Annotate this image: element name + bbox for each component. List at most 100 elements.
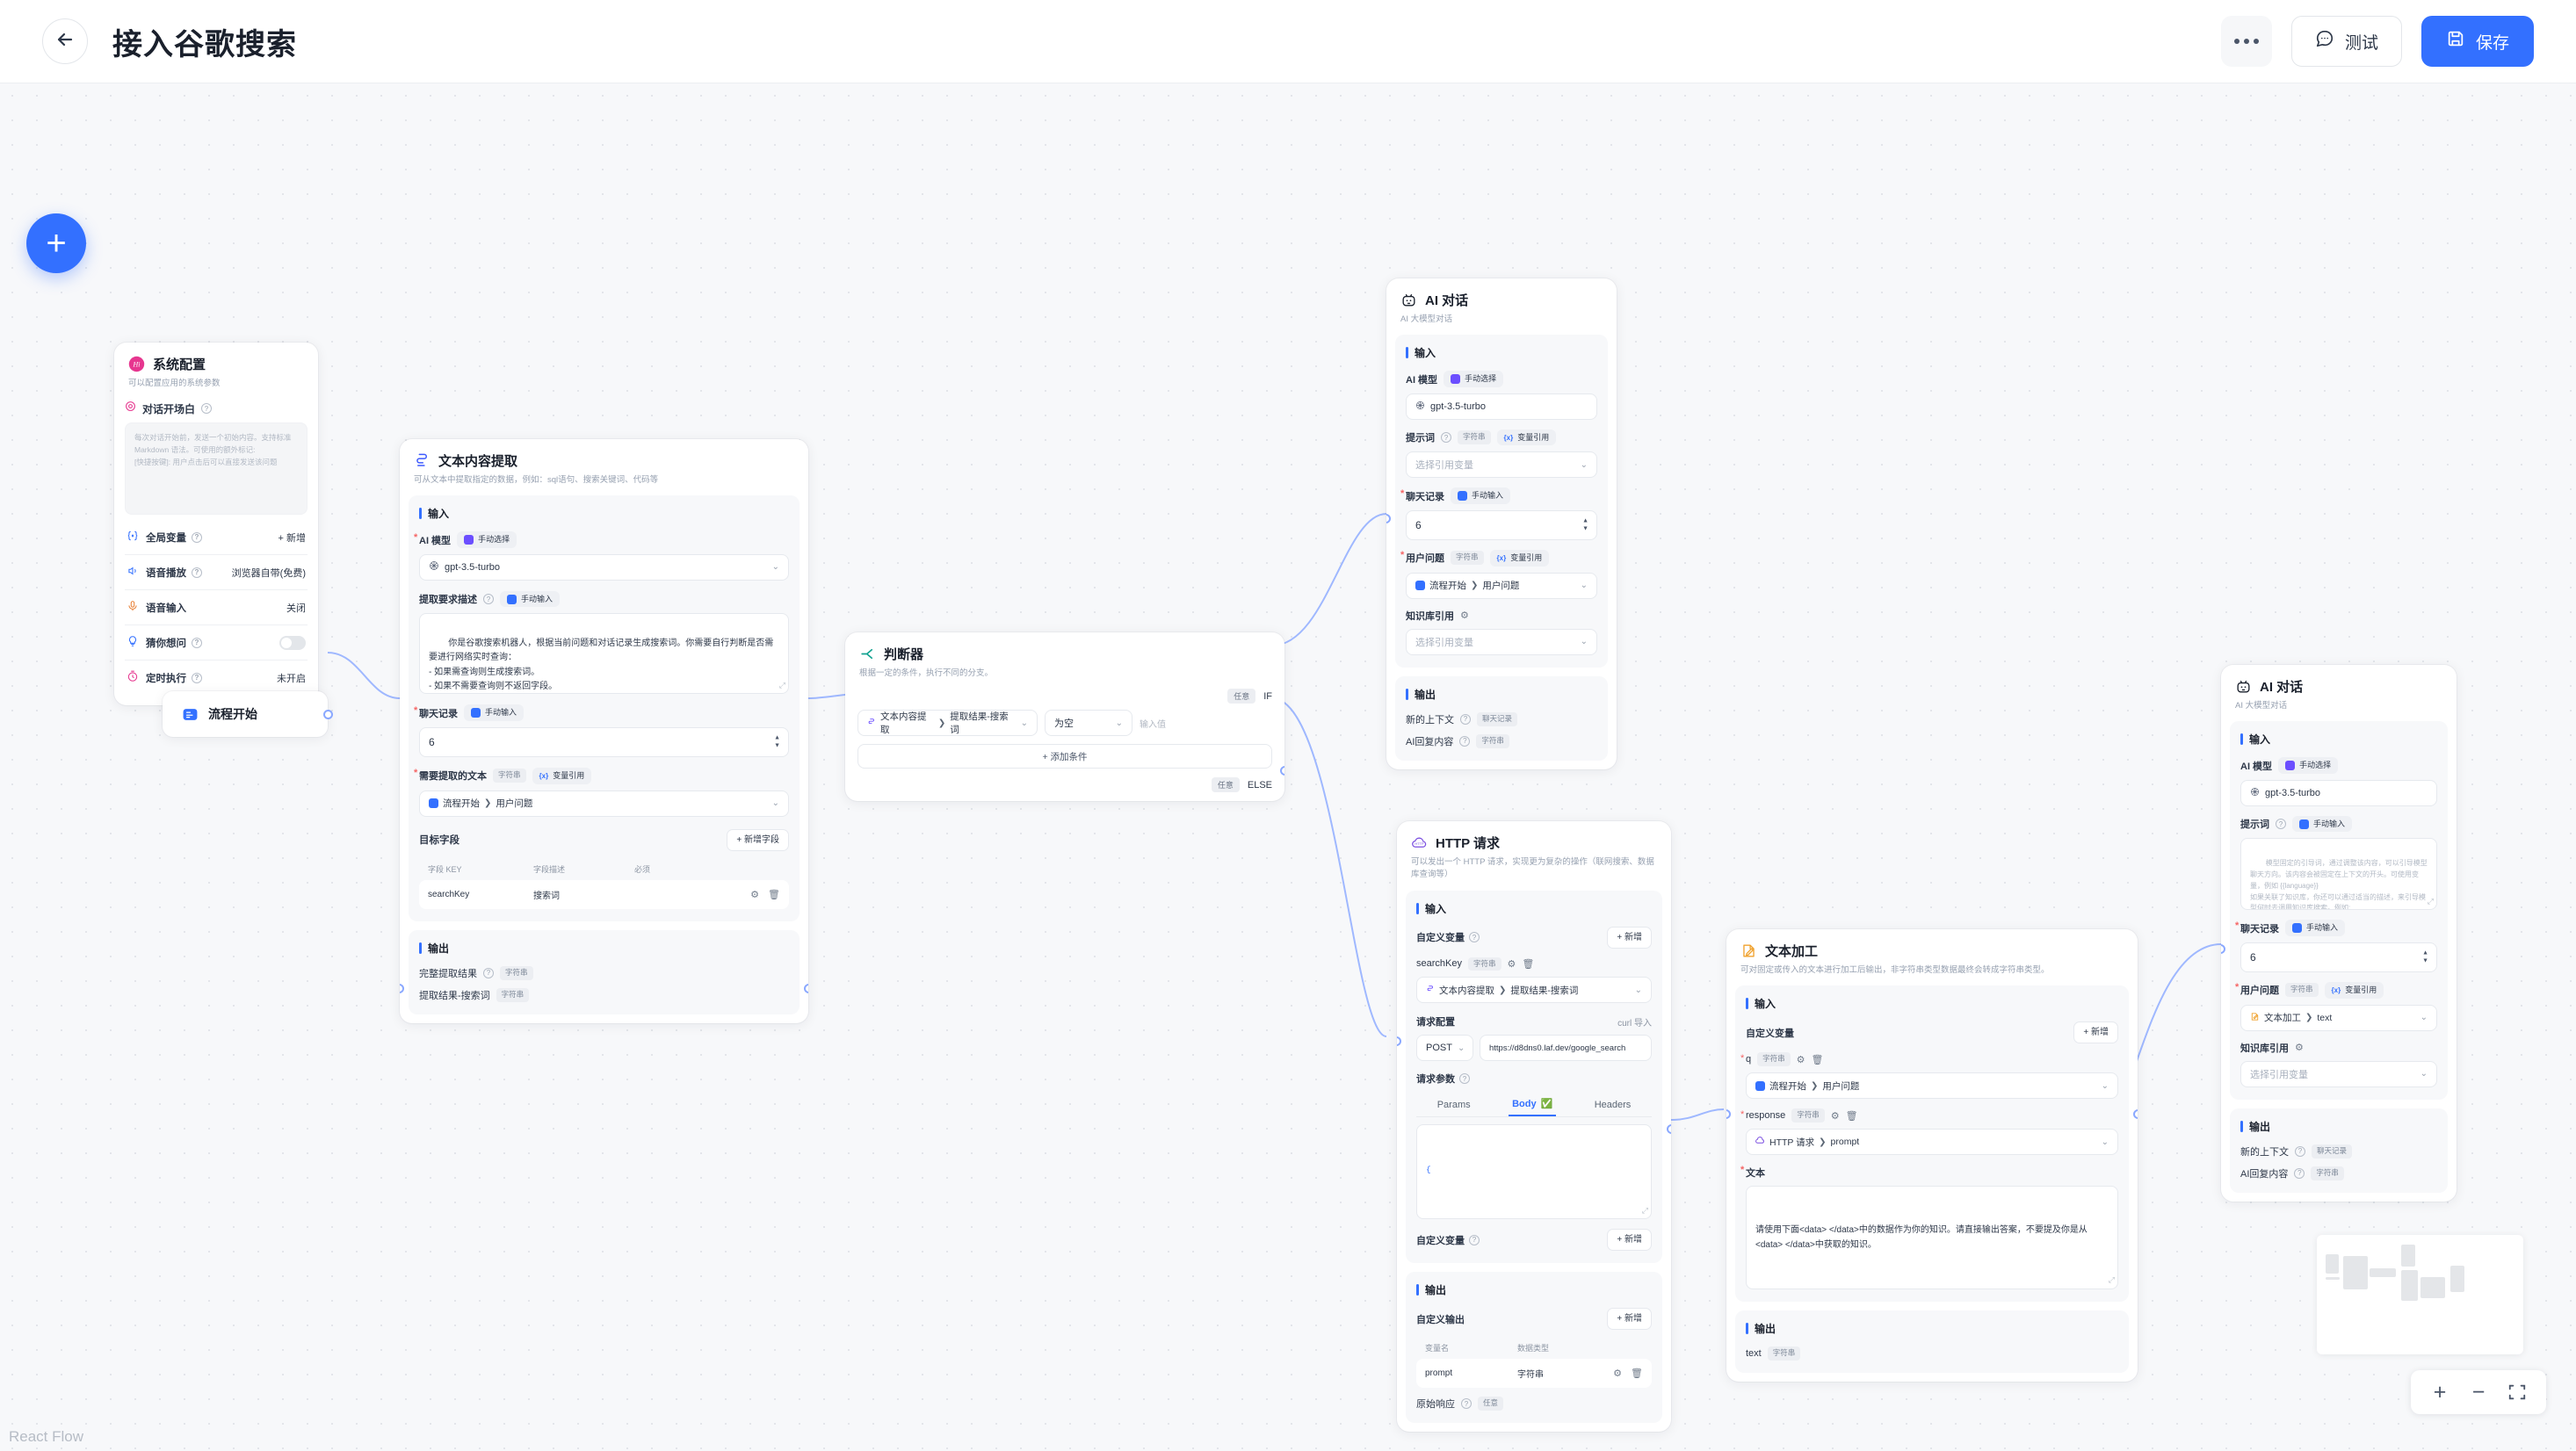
react-flow-attribution[interactable]: React Flow bbox=[9, 1428, 84, 1445]
zoom-controls[interactable]: + − bbox=[2411, 1370, 2546, 1414]
ai-model-select[interactable]: gpt-3.5-turbo bbox=[1406, 393, 1597, 420]
kb-ref-select[interactable]: 选择引用变量 ⌄ bbox=[1406, 628, 1597, 655]
table-row[interactable]: prompt 字符串 ⚙ 🗑 bbox=[1416, 1359, 1652, 1389]
trash-icon[interactable]: 🗑 bbox=[768, 889, 780, 900]
node-text-process[interactable]: 文本加工 可对固定或传入的文本进行加工后输出，非字符串类型数据最终会转成字符串类… bbox=[1726, 929, 2138, 1382]
help-icon[interactable]: ? bbox=[1459, 1073, 1470, 1085]
help-icon[interactable]: ? bbox=[483, 967, 494, 978]
node-ai-chat-2[interactable]: AI 对话 AI 大模型对话 输入 AI 模型 手动选择 gpt-3.5-tur… bbox=[2221, 665, 2457, 1202]
add-custom-var2-button[interactable]: + 新增 bbox=[1607, 1229, 1652, 1252]
sidebar-row-voice-input[interactable]: 语音输入 关闭 bbox=[125, 589, 308, 624]
var-q-select[interactable]: 流程开始 ❯ 用户问题 ⌄ bbox=[1746, 1072, 2118, 1100]
fit-view-button[interactable] bbox=[2500, 1375, 2534, 1409]
handle-source[interactable] bbox=[1667, 1124, 1671, 1134]
handle-target[interactable] bbox=[2221, 944, 2225, 954]
schedule-value[interactable]: 未开启 bbox=[277, 673, 306, 684]
user-question-select[interactable]: 流程开始 ❯ 用户问题 ⌄ bbox=[1406, 572, 1597, 599]
handle-source-if[interactable] bbox=[1280, 766, 1284, 776]
sidebar-row-voice-play[interactable]: 语音播放 ? 浏览器自带(免费) bbox=[125, 554, 308, 589]
condition-value-input[interactable]: 输入值 bbox=[1140, 719, 1166, 730]
if-any-badge[interactable]: 任意 bbox=[1227, 689, 1256, 704]
voice-input-value[interactable]: 关闭 bbox=[286, 603, 306, 614]
manual-input-badge[interactable]: 手动输入 bbox=[2292, 815, 2353, 833]
var-ref-badge[interactable]: {x} 变量引用 bbox=[2324, 982, 2384, 999]
gear-icon[interactable]: ⚙ bbox=[750, 889, 760, 900]
http-body-editor[interactable]: { "searchKey": "{{searchKey}}" } ⤢ bbox=[1416, 1124, 1652, 1220]
handle-target[interactable] bbox=[1726, 1109, 1731, 1119]
sidebar-row-guess-question[interactable]: 猜你想问 ? bbox=[125, 624, 308, 660]
history-count-stepper[interactable]: 6 ▲▼ bbox=[1406, 510, 1597, 541]
more-options-button[interactable] bbox=[2220, 16, 2272, 67]
resize-handle-icon[interactable]: ⤢ bbox=[778, 680, 785, 689]
extract-req-textarea[interactable]: 你是谷歌搜索机器人，根据当前问题和对话记录生成搜索词。你需要自行判断是否需要进行… bbox=[419, 613, 789, 695]
manual-input-badge[interactable]: 手动输入 bbox=[500, 590, 561, 608]
help-icon[interactable]: ? bbox=[2294, 1167, 2305, 1179]
tab-headers[interactable]: Headers bbox=[1594, 1099, 1632, 1110]
trash-icon[interactable]: 🗑 bbox=[1845, 1110, 1858, 1122]
table-row[interactable]: searchKey 搜索词 ⚙ 🗑 bbox=[419, 879, 789, 909]
voice-play-value[interactable]: 浏览器自带(免费) bbox=[231, 567, 306, 579]
help-icon[interactable]: ? bbox=[1469, 1234, 1480, 1245]
manual-select-badge[interactable]: 手动选择 bbox=[457, 531, 517, 548]
add-field-button[interactable]: + 新增字段 bbox=[727, 828, 789, 851]
handle-source[interactable] bbox=[804, 984, 808, 993]
guess-question-toggle[interactable] bbox=[279, 635, 306, 650]
global-vars-add[interactable]: + 新增 bbox=[278, 532, 306, 544]
extract-text-select[interactable]: 流程开始 ❯ 用户问题 ⌄ bbox=[419, 790, 789, 817]
node-http-request[interactable]: HTTP HTTP 请求 可以发出一个 HTTP 请求，实现更为复杂的操作（联网… bbox=[1397, 821, 1671, 1433]
add-node-button[interactable]: + bbox=[26, 213, 86, 273]
history-count-stepper[interactable]: 6 ▲▼ bbox=[419, 727, 789, 758]
gear-icon[interactable]: ⚙ bbox=[1460, 610, 1469, 622]
manual-input-badge[interactable]: 手动输入 bbox=[2285, 920, 2346, 937]
help-icon[interactable]: ? bbox=[1469, 932, 1480, 942]
help-icon[interactable]: ? bbox=[192, 531, 202, 543]
stepper-arrows-icon[interactable]: ▲▼ bbox=[774, 734, 780, 749]
curl-import-button[interactable]: curl 导入 bbox=[1617, 1018, 1652, 1029]
sidebar-row-global-vars[interactable]: 全局变量 ? + 新增 bbox=[125, 520, 308, 554]
user-question-select[interactable]: 文本加工 ❯ text ⌄ bbox=[2240, 1004, 2437, 1031]
condition-variable-select[interactable]: 文本内容提取 ❯ 提取结果-搜索词 ⌄ bbox=[857, 710, 1038, 737]
help-icon[interactable]: ? bbox=[483, 594, 494, 605]
ai-model-select[interactable]: gpt-3.5-turbo bbox=[2240, 779, 2437, 806]
else-any-badge[interactable]: 任意 bbox=[1211, 777, 1240, 793]
minimap[interactable] bbox=[2317, 1235, 2523, 1354]
stepper-arrows-icon[interactable]: ▲▼ bbox=[1582, 517, 1588, 532]
handle-target[interactable] bbox=[1397, 1036, 1401, 1046]
flow-canvas[interactable]: + Hi 系统配置 可以配置应用的系统参数 对话开场白 ? 每次对话开始前，发送… bbox=[0, 83, 2576, 1451]
add-custom-var-button[interactable]: + 新增 bbox=[2073, 1021, 2118, 1044]
zoom-out-button[interactable]: − bbox=[2471, 1379, 2486, 1404]
node-text-extract[interactable]: 文本内容提取 可从文本中提取指定的数据，例如：sql语句、搜索关键词、代码等 输… bbox=[400, 439, 808, 1023]
help-icon[interactable]: ? bbox=[192, 567, 202, 578]
gear-icon[interactable]: ⚙ bbox=[1796, 1054, 1805, 1065]
ai-model-select[interactable]: gpt-3.5-turbo ⌄ bbox=[419, 553, 789, 581]
node-ai-chat-1[interactable]: AI 对话 AI 大模型对话 输入 AI 模型 手动选择 gpt-3.5-tur… bbox=[1386, 278, 1617, 769]
add-custom-var-button[interactable]: + 新增 bbox=[1607, 926, 1652, 949]
node-system-config[interactable]: Hi 系统配置 可以配置应用的系统参数 对话开场白 ? 每次对话开始前，发送一个… bbox=[114, 343, 318, 706]
handle-source[interactable] bbox=[2133, 1109, 2138, 1119]
add-output-button[interactable]: + 新增 bbox=[1607, 1308, 1652, 1331]
history-count-stepper[interactable]: 6 ▲▼ bbox=[2240, 942, 2437, 973]
gear-icon[interactable]: ⚙ bbox=[1613, 1368, 1623, 1380]
http-method-select[interactable]: POST ⌄ bbox=[1416, 1035, 1473, 1062]
help-icon[interactable]: ? bbox=[1459, 735, 1471, 747]
help-icon[interactable]: ? bbox=[2276, 819, 2286, 830]
var-ref-badge[interactable]: {x} 变量引用 bbox=[1496, 429, 1557, 446]
prompt-var-select[interactable]: 选择引用变量 ⌄ bbox=[1406, 451, 1597, 479]
save-button[interactable]: 保存 bbox=[2420, 16, 2534, 67]
handle-target[interactable] bbox=[400, 984, 404, 993]
trash-icon[interactable]: 🗑 bbox=[1522, 958, 1535, 970]
resize-handle-icon[interactable]: ⤢ bbox=[2427, 897, 2434, 906]
test-button[interactable]: 测试 bbox=[2290, 16, 2402, 67]
trash-icon[interactable]: 🗑 bbox=[1811, 1054, 1824, 1065]
tab-body[interactable]: Body ✅ bbox=[1509, 1093, 1557, 1117]
resize-handle-icon[interactable]: ⤢ bbox=[2108, 1275, 2115, 1285]
text-template-editor[interactable]: 请使用下面<data> </data>中的数据作为你的知识。请直接输出答案，不要… bbox=[1746, 1186, 2118, 1290]
trash-icon[interactable]: 🗑 bbox=[1631, 1368, 1643, 1380]
handle-source[interactable] bbox=[323, 709, 333, 719]
opening-textarea[interactable]: 每次对话开始前，发送一个初始内容。支持标准 Markdown 语法。可使用的额外… bbox=[125, 422, 308, 516]
help-icon[interactable]: ? bbox=[201, 403, 213, 415]
node-judge[interactable]: 判断器 根据一定的条件，执行不同的分支。 任意 IF 文本内容提取 ❯ 提取结果… bbox=[845, 632, 1284, 802]
help-icon[interactable]: ? bbox=[1460, 713, 1471, 725]
var-response-select[interactable]: HTTP 请求 ❯ prompt ⌄ bbox=[1746, 1129, 2118, 1156]
node-flow-start[interactable]: 流程开始 bbox=[163, 691, 333, 737]
